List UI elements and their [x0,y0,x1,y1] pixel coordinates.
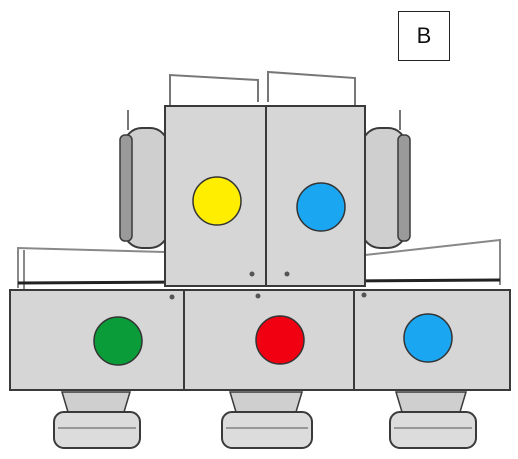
top-handles [127,70,401,130]
box-bottom-middle [183,289,355,391]
marker-blue-top [296,182,346,232]
marker-red [255,315,305,365]
marker-yellow [192,176,242,226]
foot-middle [221,391,313,449]
foot-right [389,391,477,449]
foot-left [53,391,141,449]
box-bottom-left [9,289,185,391]
right-side-drum [361,127,411,249]
box-top-left [164,105,267,287]
marker-blue-bottom [403,313,453,363]
box-top-right [249,105,366,287]
box-bottom-right [353,289,511,391]
marker-green [93,316,143,366]
panel-label: B [398,11,450,61]
left-side-drum [119,127,169,249]
